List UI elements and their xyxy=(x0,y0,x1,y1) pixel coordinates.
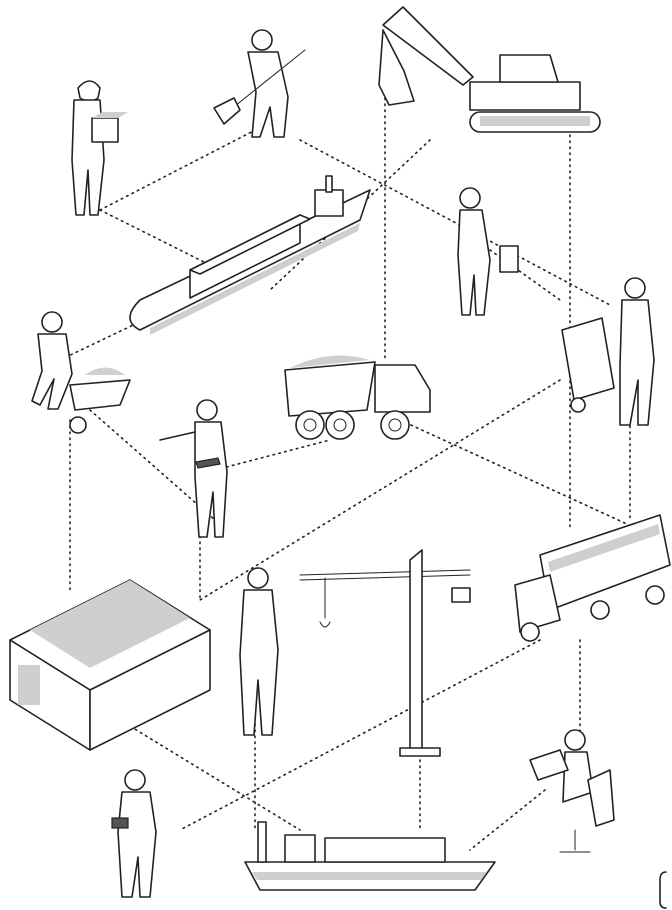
worker-with-wheelbarrow xyxy=(31,311,131,434)
container-truck xyxy=(514,514,671,642)
excavator xyxy=(378,6,601,133)
edge-fragment xyxy=(659,871,667,909)
foreman-with-tablet xyxy=(159,399,228,538)
worker-with-hand-truck xyxy=(561,277,655,426)
connection-network xyxy=(59,79,641,851)
businesswoman-with-briefcase xyxy=(457,187,519,316)
engineer-in-hardhat xyxy=(239,567,279,736)
warehouse xyxy=(9,579,211,751)
worker-with-clipboard xyxy=(111,769,157,898)
container-ship-small xyxy=(244,821,496,891)
worker-carrying-box xyxy=(71,80,128,216)
tower-crane xyxy=(299,549,471,757)
dump-truck xyxy=(284,355,431,440)
worker-shoveling xyxy=(213,29,306,138)
operator-at-computer xyxy=(529,729,615,853)
container-ship-large xyxy=(129,175,371,335)
